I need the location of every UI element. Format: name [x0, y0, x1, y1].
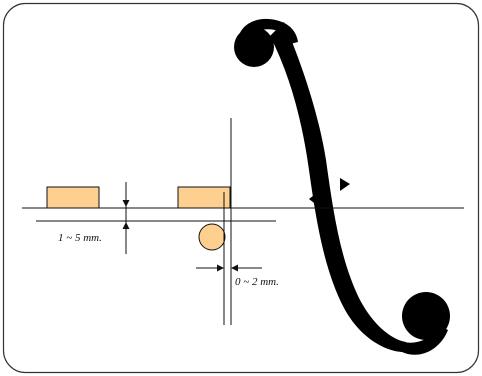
left-block	[46, 186, 100, 209]
height-dimension	[122, 182, 130, 254]
f-hole-icon	[234, 18, 450, 355]
right-block	[177, 186, 231, 209]
gap-offset-label: 0 ~ 2 mm.	[235, 276, 279, 288]
gap-height-label: 1 ~ 5 mm.	[58, 232, 102, 244]
offset-dimension	[196, 264, 262, 272]
ball	[198, 223, 226, 251]
